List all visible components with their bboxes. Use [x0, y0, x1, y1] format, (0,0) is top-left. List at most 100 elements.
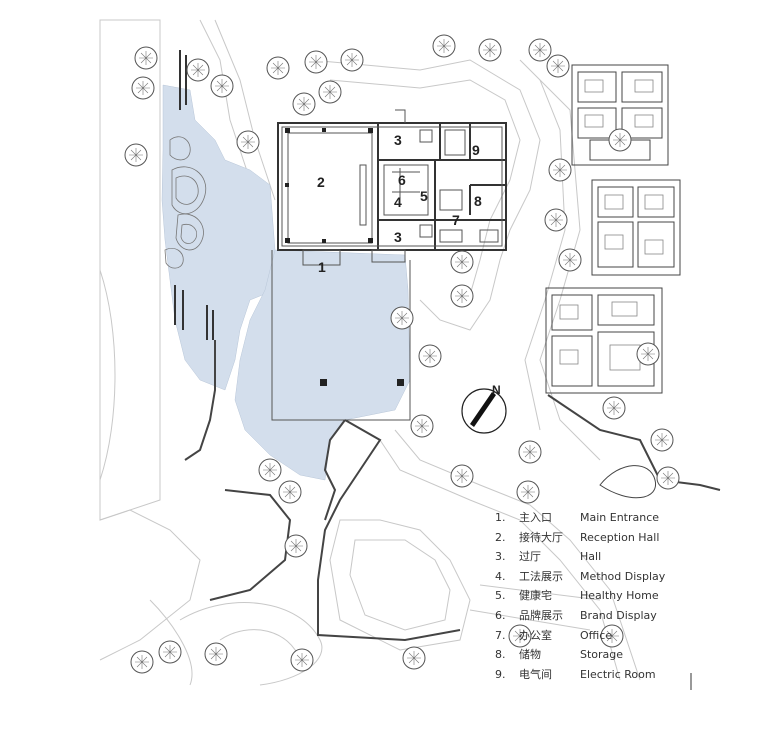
legend-zh: 主入口 [519, 511, 552, 524]
legend-num: 2. [495, 530, 506, 544]
legend-en: Healthy Home [580, 589, 659, 603]
legend-num: 7. [495, 628, 506, 642]
label-method-display: 4 [394, 194, 402, 210]
legend-num: 8. [495, 648, 506, 662]
tree [518, 440, 542, 464]
tree [418, 344, 442, 368]
tree [516, 480, 540, 504]
tree [450, 250, 474, 274]
legend-item: 8. 储物 Storage [495, 645, 725, 665]
tree [134, 46, 158, 70]
building-inner [281, 126, 503, 247]
tree [130, 650, 154, 674]
tree [158, 640, 182, 664]
pavilion [599, 465, 656, 499]
label-brand-display: 6 [398, 172, 406, 188]
label-hall-north: 3 [394, 132, 402, 148]
tree [636, 342, 660, 366]
water-pond [161, 84, 411, 481]
entrance-terrace [271, 109, 411, 421]
tree [528, 38, 552, 62]
tree [600, 624, 624, 648]
legend-item: 6. 品牌展示 Brand Display [495, 606, 725, 626]
label-reception-hall: 2 [317, 174, 325, 190]
housing-units [545, 64, 681, 394]
label-healthy-home: 5 [420, 188, 428, 204]
north-label: N [492, 383, 501, 397]
label-office: 7 [452, 212, 460, 228]
building-columns [285, 128, 404, 386]
legend-num: 5. [495, 589, 506, 603]
tree [304, 50, 328, 74]
legend-zh: 储物 [519, 648, 541, 662]
tree [290, 648, 314, 672]
tree [478, 38, 502, 62]
tree [186, 58, 210, 82]
tree [450, 284, 474, 308]
legend-en: Reception Hall [580, 530, 660, 544]
legend-zh: 品牌展示 [519, 608, 563, 622]
tree [608, 128, 632, 152]
tree [340, 48, 364, 72]
tree [656, 466, 680, 490]
unit-furniture [559, 79, 664, 371]
legend-en: Storage [580, 648, 624, 662]
tree [292, 92, 316, 116]
legend-num: 9. [495, 667, 506, 681]
legend-zh: 办公室 [519, 628, 552, 642]
legend-num: 6. [495, 608, 506, 622]
legend: 1. 主入口 Main Entrance 2. 接待大厅 Reception Hall 3.… [495, 508, 725, 684]
tree [284, 534, 308, 558]
tree [258, 458, 282, 482]
room-labels: 1 2 3 3 4 5 6 7 8 9 N [317, 132, 501, 397]
legend-en: Main Entrance [580, 511, 660, 524]
legend-en: Hall [580, 550, 602, 564]
tree [450, 464, 474, 488]
label-hall-south: 3 [394, 229, 402, 245]
legend-item: 5. 健康宅 Healthy Home [495, 586, 725, 606]
legend-item: 2. 接待大厅 Reception Hall [495, 528, 725, 548]
legend-zh: 健康宅 [519, 589, 552, 603]
tree [318, 80, 342, 104]
legend-item: 4. 工法展示 Method Display [495, 567, 725, 587]
legend-zh: 电气间 [519, 667, 552, 681]
legend-zh: 接待大厅 [519, 530, 563, 544]
tree [650, 428, 674, 452]
tree [558, 248, 582, 272]
fence-bars [174, 50, 214, 340]
legend-num: 4. [495, 569, 506, 583]
tree [402, 646, 426, 670]
legend-zh: 过厅 [519, 550, 541, 564]
legend-en: Office [580, 628, 613, 642]
trees [124, 34, 680, 674]
tree [278, 480, 302, 504]
tree [544, 208, 568, 232]
tree [390, 306, 414, 330]
tree [131, 76, 155, 100]
legend-num: 3. [495, 550, 506, 564]
legend-item: 3. 过厅 Hall [495, 547, 725, 567]
legend-en: Method Display [580, 569, 666, 583]
legend-item: 1. 主入口 Main Entrance [495, 508, 725, 528]
lily-islands [164, 136, 207, 269]
tree [410, 414, 434, 438]
tree [508, 624, 532, 648]
paving-lines [99, 19, 641, 686]
label-storage: 8 [474, 193, 482, 209]
legend-zh: 工法展示 [519, 569, 563, 583]
tree [210, 74, 234, 98]
tree [204, 642, 228, 666]
legend-en: Brand Display [580, 608, 657, 622]
legend-item: 7. 办公室 Office [495, 626, 725, 646]
tree [546, 54, 570, 78]
north-arrow [461, 388, 507, 434]
label-main-entrance: 1 [318, 259, 326, 275]
label-electric-room: 9 [472, 142, 480, 158]
tree [236, 130, 260, 154]
tree [548, 158, 572, 182]
tree [124, 143, 148, 167]
tree [432, 34, 456, 58]
tree [602, 396, 626, 420]
legend-num: 1. [495, 511, 506, 524]
